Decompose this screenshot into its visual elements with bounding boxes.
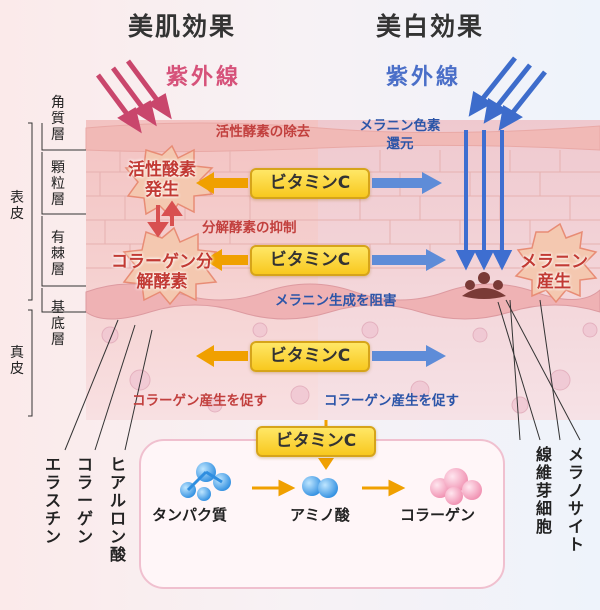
layer-basal: 基底層 [51, 300, 65, 349]
layer-dermis: 真皮 [10, 345, 24, 378]
label-hyaluronic-acid: ヒアルロン酸 [109, 455, 126, 565]
layer-granular: 顆粒層 [51, 160, 65, 209]
note-active-oxygen: 活性酸素発生 [128, 160, 196, 201]
layer-spinous: 有棘層 [51, 230, 65, 279]
note-promote-collagen-left: コラーゲン産生を促す [132, 393, 267, 409]
note-promote-collagen-right: コラーゲン産生を促す [324, 393, 459, 409]
note-enzyme-suppression: 分解酵素の抑制 [202, 220, 297, 236]
layer-epidermis: 表皮 [10, 190, 24, 223]
label-fibroblast: 線維芽細胞 [535, 445, 552, 537]
vitamin-c-badge-2: ビタミンC [250, 245, 370, 276]
label-elastin: エラスチン [44, 455, 61, 547]
label-collagen: コラーゲン [76, 455, 93, 547]
note-collagenase: コラーゲン分解酵素 [111, 252, 213, 293]
note-block-melanin: メラニン生成を阻害 [275, 293, 397, 309]
note-melanin-production: メラニン産生 [520, 252, 588, 293]
heading-whitening: 美白効果 [376, 12, 485, 41]
uv-label-right: 紫外線 [386, 65, 462, 90]
note-melanin-reduction: メラニン色素還元 [359, 118, 441, 152]
label-protein: タンパク質 [152, 506, 228, 524]
heading-beauty-skin: 美肌効果 [128, 12, 237, 41]
uv-label-left: 紫外線 [166, 65, 242, 90]
vitamin-c-badge-1: ビタミンC [250, 168, 370, 199]
label-collagen-product: コラーゲン [400, 506, 476, 524]
label-amino-acid: アミノ酸 [290, 506, 350, 524]
note-active-enzyme-removal: 活性酵素の除去 [215, 124, 311, 140]
vitamin-c-badge-3: ビタミンC [250, 341, 370, 372]
label-melanocyte: メラノサイト [567, 445, 584, 555]
layer-stratum-corneum: 角質層 [51, 95, 65, 144]
vitamin-c-badge-4: ビタミンC [256, 426, 376, 457]
